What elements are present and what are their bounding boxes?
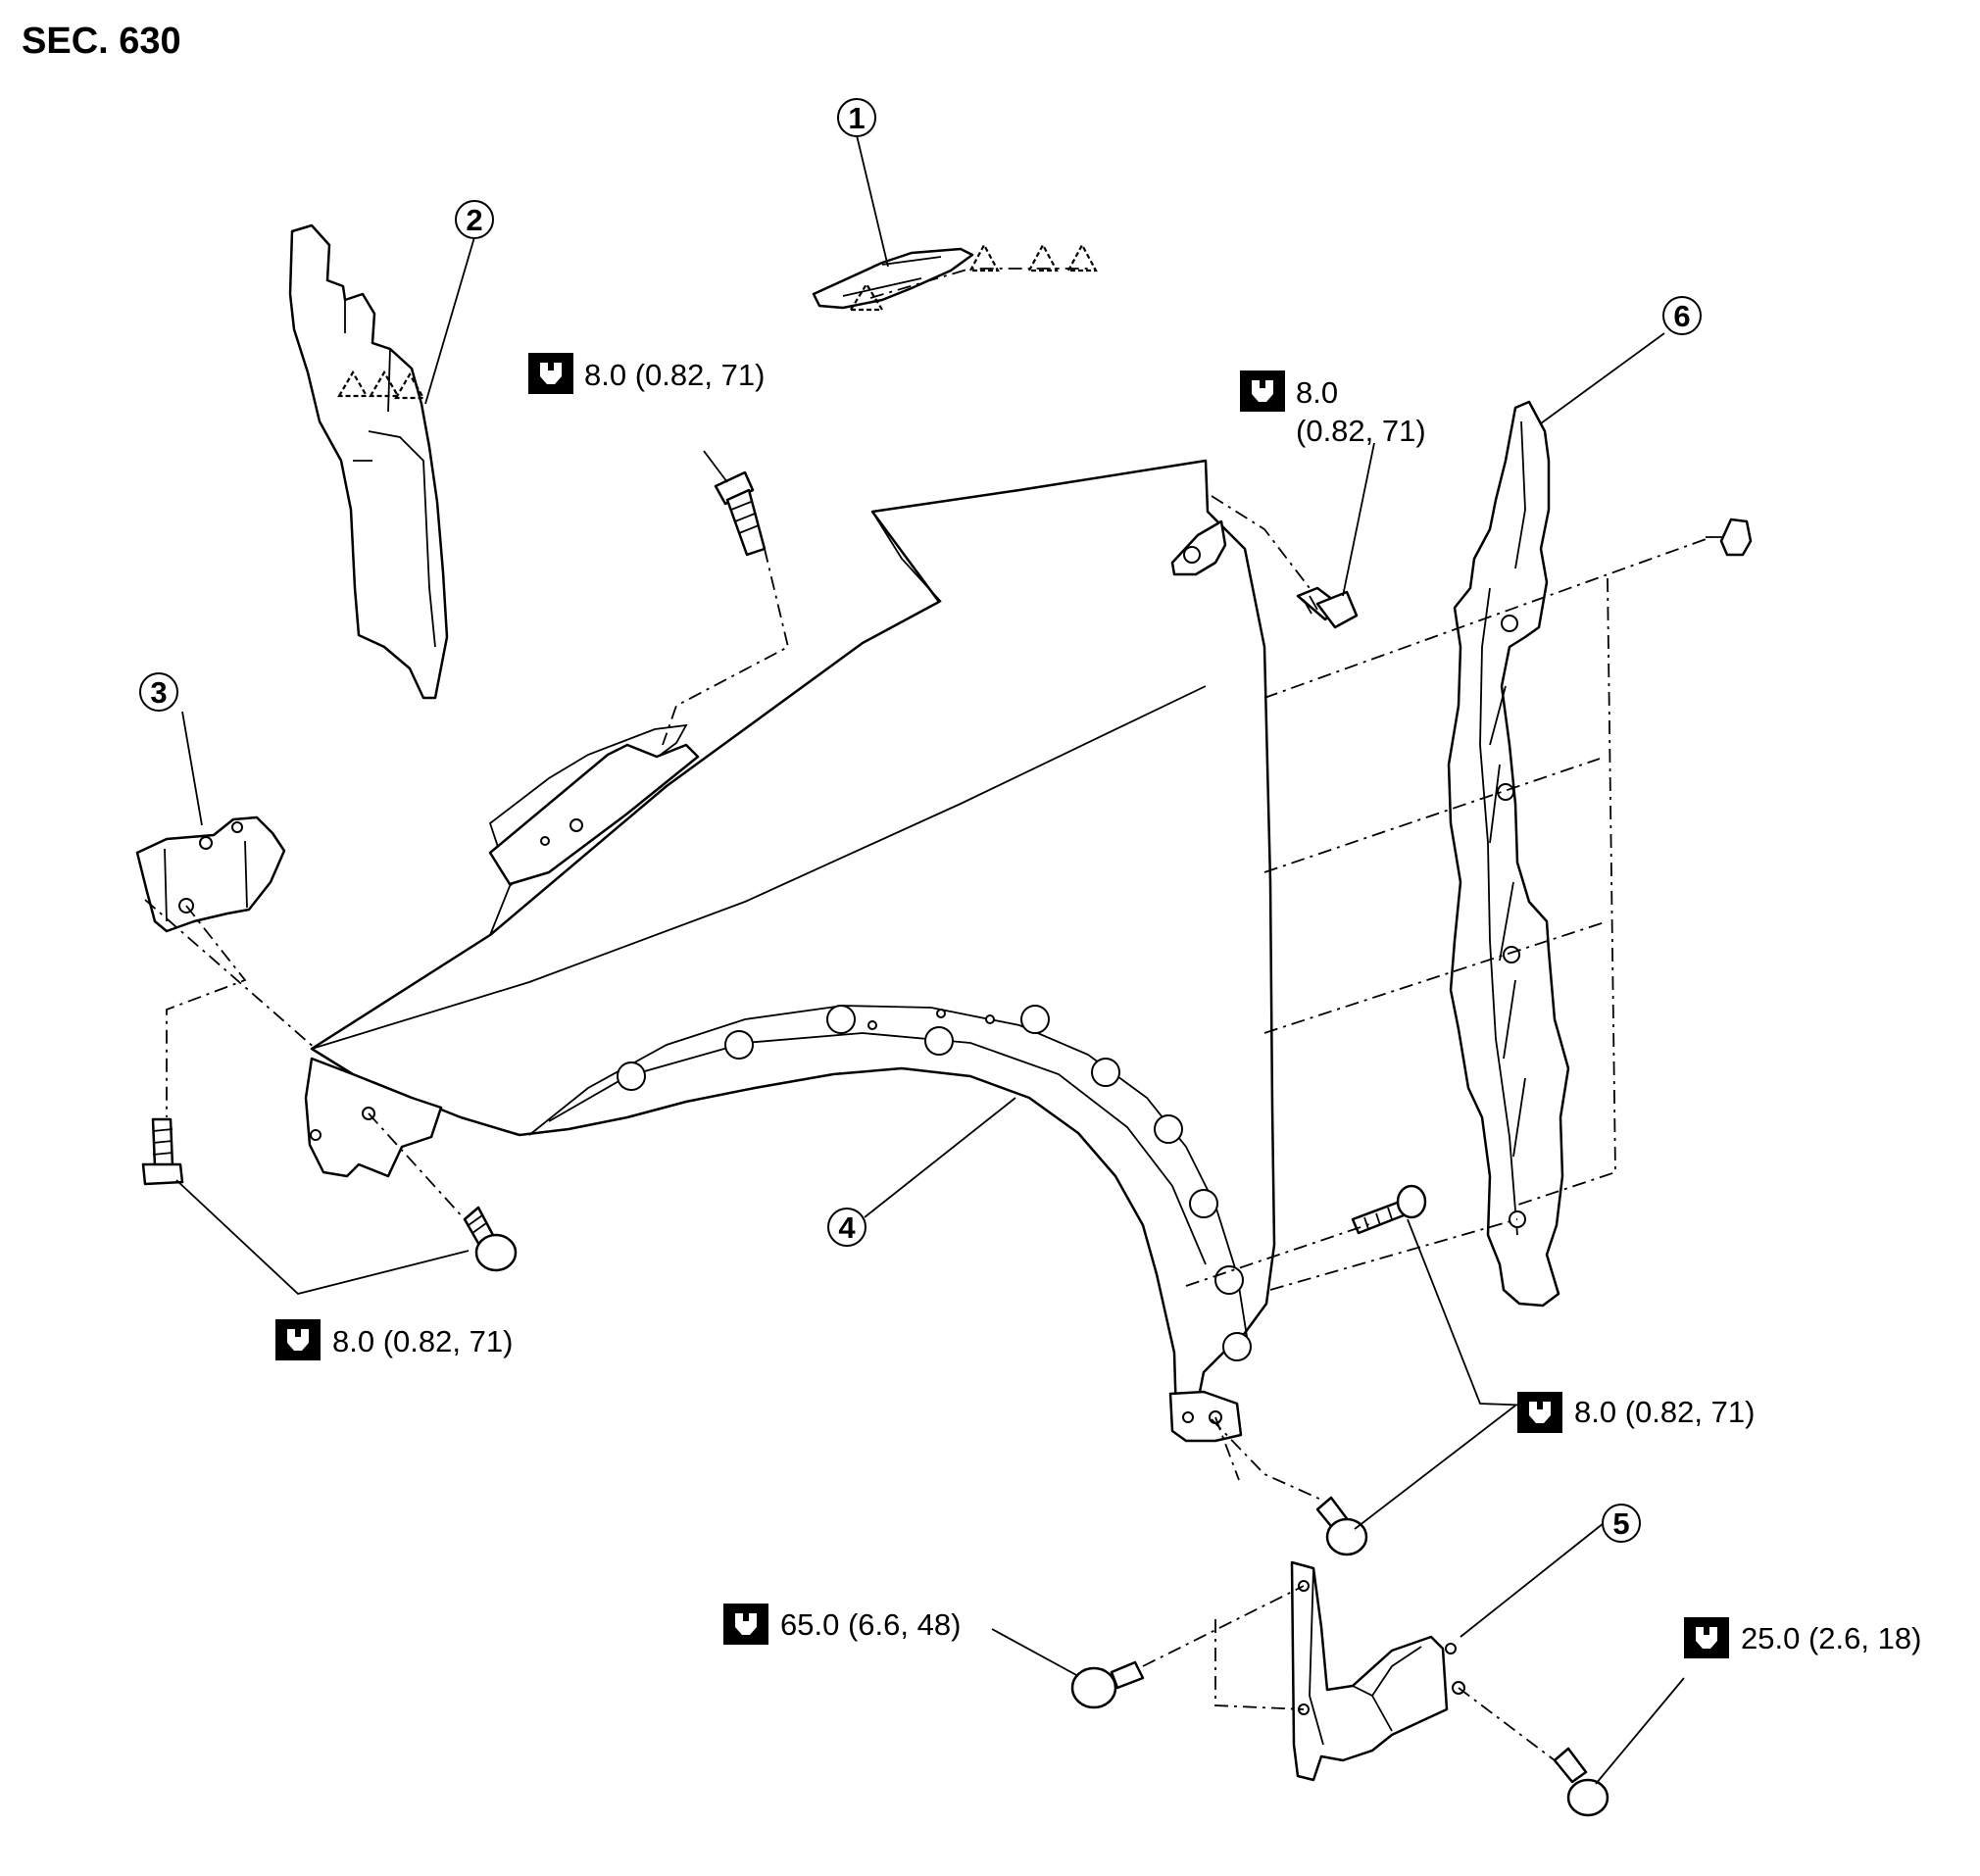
bolt-hinge-left: [1070, 1660, 1145, 1709]
callout-6: 6: [1662, 296, 1702, 335]
assembly-lines: [144, 495, 1712, 1761]
torque-value-line1: 8.0: [1296, 375, 1338, 410]
callout-1: 1: [837, 98, 876, 137]
bolt-bracket-vertical: [141, 1117, 184, 1186]
callout-2-number: 2: [466, 203, 482, 237]
callout-6-number: 6: [1673, 299, 1690, 333]
leader-lines: [175, 134, 1685, 1785]
callout-3-number: 3: [150, 675, 167, 710]
part-3-bracket: [135, 815, 286, 1117]
torque-wrench-icon: [528, 353, 573, 394]
bolt-upper-right: [1296, 586, 1359, 629]
callout-5: 5: [1602, 1504, 1641, 1543]
torque-wrench-icon: [723, 1604, 768, 1645]
torque-value-line2: (0.82, 71): [1296, 414, 1426, 448]
bolt-lower-rear: [1315, 1496, 1368, 1556]
bolt-lower-right-horizontal: [1351, 1184, 1427, 1235]
torque-value: 8.0 (0.82, 71): [332, 1324, 513, 1358]
bolt-lower-front: [463, 1206, 518, 1272]
torque-wrench-icon: [275, 1319, 321, 1360]
torque-value: 8.0 (0.82, 71): [584, 358, 765, 392]
callout-5-number: 5: [1612, 1506, 1629, 1541]
torque-value: 25.0 (2.6, 18): [1741, 1621, 1921, 1655]
part-1-seal: [812, 242, 1098, 312]
torque-wrench-icon: [1684, 1617, 1729, 1658]
torque-spec-top-left: 8.0 (0.82, 71): [528, 353, 765, 394]
torque-spec-bottom-left: 8.0 (0.82, 71): [275, 1319, 513, 1360]
callout-2: 2: [455, 200, 494, 239]
torque-spec-top-right: 8.0 (0.82, 71): [1240, 370, 1426, 448]
callout-1-number: 1: [848, 101, 865, 135]
torque-value: 8.0 (0.82, 71): [1574, 1395, 1755, 1429]
callout-3: 3: [139, 672, 178, 712]
torque-wrench-icon: [1517, 1392, 1562, 1433]
torque-wrench-icon: [1240, 370, 1285, 412]
torque-value: 65.0 (6.6, 48): [780, 1607, 961, 1642]
part-4-fender: [304, 459, 1276, 1443]
torque-spec-hinge-left: 65.0 (6.6, 48): [723, 1604, 961, 1645]
callout-4-number: 4: [838, 1210, 856, 1245]
part-5-hinge: [1290, 1560, 1465, 1782]
callout-4: 4: [827, 1208, 866, 1247]
part-6-side-seal: [1447, 400, 1753, 1308]
torque-spec-hinge-right: 25.0 (2.6, 18): [1684, 1617, 1921, 1658]
torque-spec-lower-right: 8.0 (0.82, 71): [1517, 1392, 1755, 1433]
arch-holes: [617, 1005, 1252, 1361]
bolt-hinge-right: [1553, 1747, 1609, 1817]
section-label: SEC. 630: [22, 21, 181, 62]
bolt-upper-flange: [714, 470, 767, 557]
part-2-protector: [288, 223, 449, 700]
